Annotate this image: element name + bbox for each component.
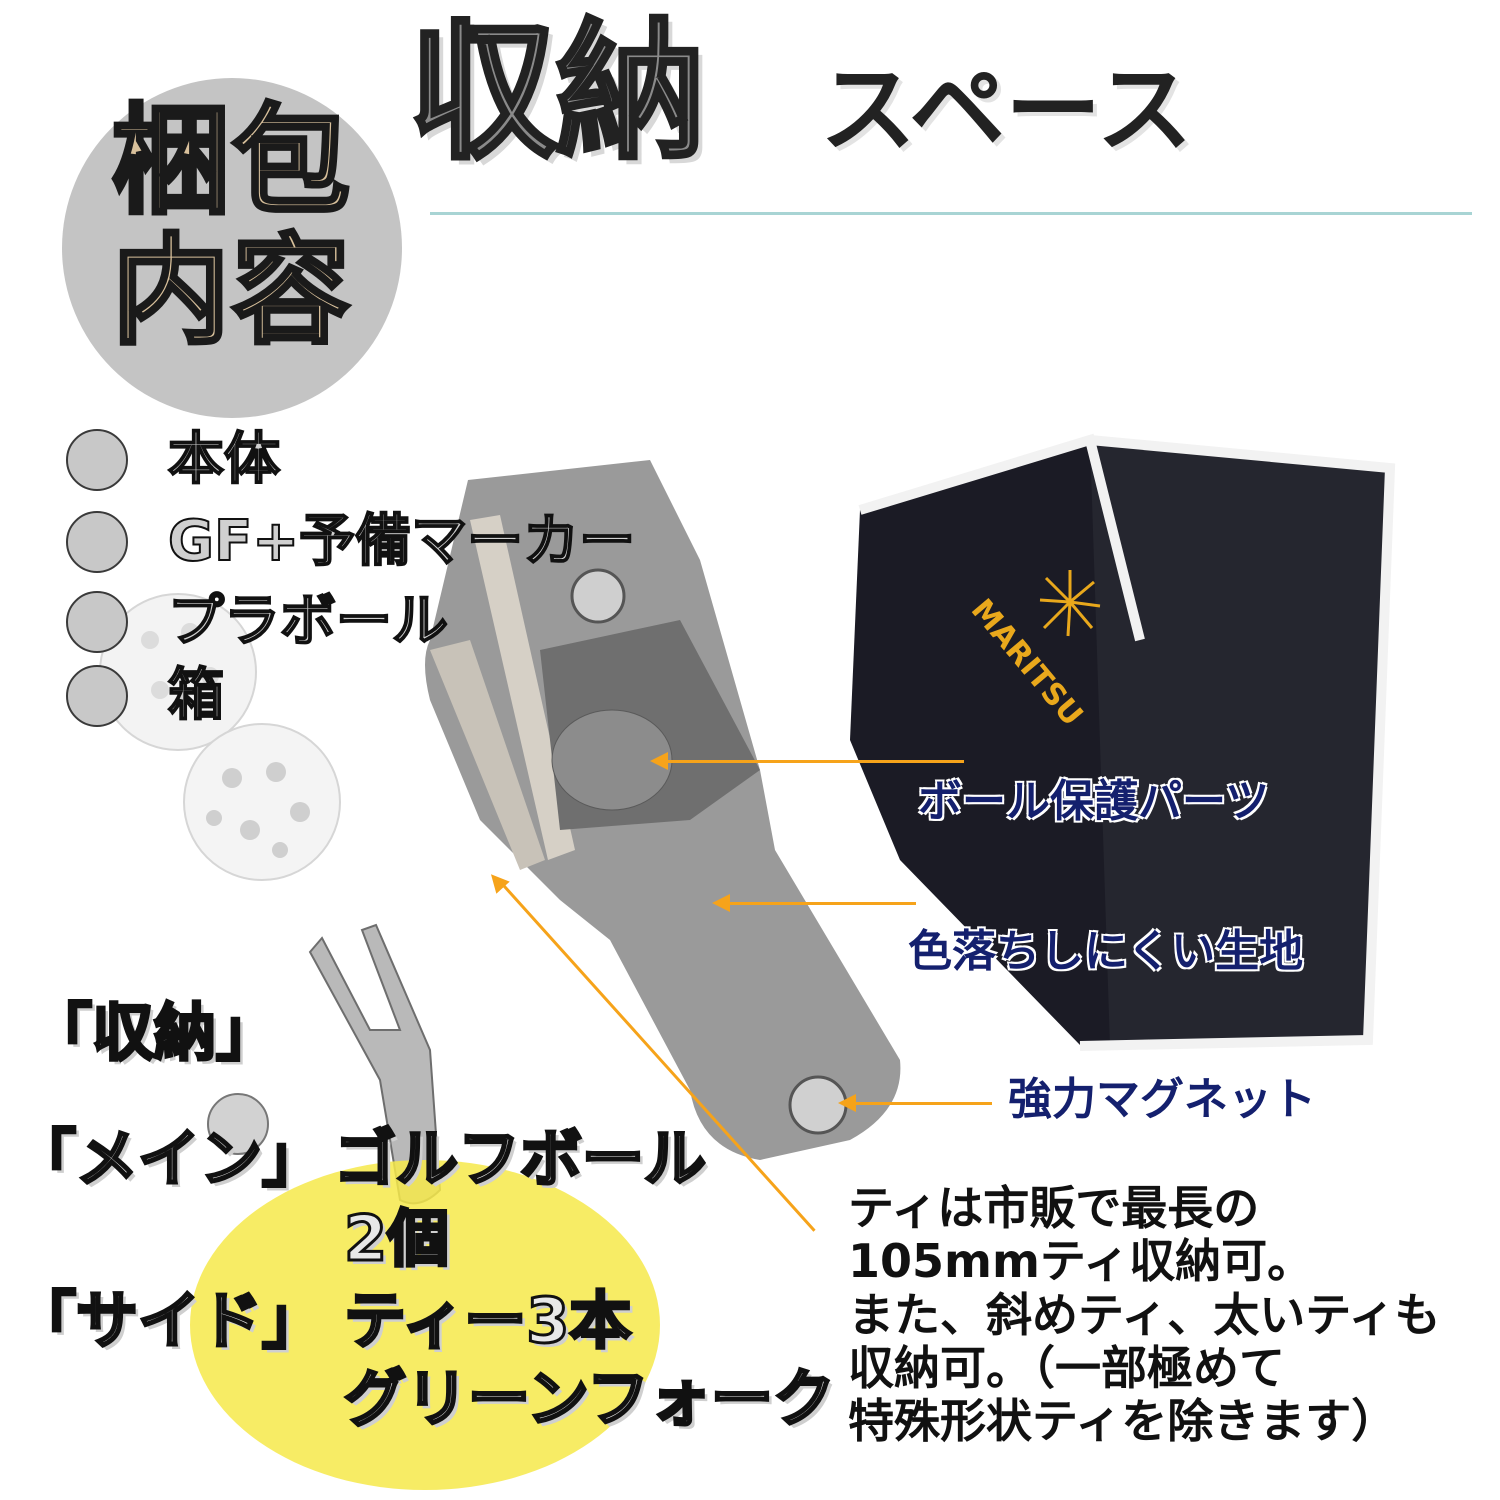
ball-holder-icon <box>425 460 901 1160</box>
bullet-circle-icon <box>66 591 128 653</box>
badge-line-1: 梱包 <box>110 92 352 230</box>
highlight-ellipse <box>190 1160 660 1490</box>
contents-item: プラボール <box>66 589 449 654</box>
contents-item: 本体 <box>66 427 281 492</box>
sun-logo-icon <box>1039 570 1101 637</box>
bullet-circle-icon <box>66 429 128 491</box>
contents-item-label: 本体 <box>167 427 281 492</box>
page-title: 収納 <box>406 6 708 180</box>
arrowhead-icon <box>712 894 730 912</box>
main-pocket-count: 2個 <box>342 1202 450 1275</box>
page-subtitle: スペース <box>820 54 1193 166</box>
tee-note: ティは市販で最長の 105mmティ収納可。 また、斜めティ、太いティも 収納可。… <box>848 1181 1488 1449</box>
side-pocket-value-2: グリーンフォーク <box>342 1362 836 1435</box>
contents-item-label: 箱 <box>167 663 225 728</box>
arrow-fabric <box>726 902 916 905</box>
contents-item: GF+予備マーカー <box>66 509 636 574</box>
callout-fabric: 色落ちしにくい生地 <box>908 926 1304 977</box>
note-line: 収納可。（一部極めて <box>848 1341 1285 1396</box>
contents-item-label: プラボール <box>167 589 449 654</box>
package-badge <box>62 78 402 418</box>
note-line: ティは市販で最長の <box>848 1181 1260 1235</box>
side-pocket-value: ティー3本 <box>342 1284 632 1357</box>
note-line: また、斜めティ、太いティも <box>848 1287 1441 1342</box>
contents-item-label: GF+予備マーカー <box>167 509 636 574</box>
arrow-ball-protect <box>664 760 964 763</box>
practice-ball-icon <box>99 593 257 751</box>
storage-heading: 「収納」 <box>28 996 279 1069</box>
callout-magnet: 強力マグネット <box>1008 1074 1316 1125</box>
main-pocket-value: ゴルフボール <box>332 1122 707 1195</box>
arrowhead-icon <box>650 752 668 770</box>
bullet-circle-icon <box>66 665 128 727</box>
gift-box-icon: MARITSU <box>850 433 1396 1051</box>
arrowhead-icon <box>838 1094 856 1112</box>
main-pocket-label: 「メイン」 <box>12 1122 325 1195</box>
bullet-circle-icon <box>66 511 128 573</box>
arrow-magnet <box>852 1102 992 1105</box>
badge-line-2: 内容 <box>110 222 352 360</box>
note-line: 105mmティ収納可。 <box>848 1234 1314 1289</box>
practice-ball-icon <box>183 723 341 881</box>
callout-ball-protect: ボール保護パーツ <box>918 776 1270 827</box>
contents-item: 箱 <box>66 663 225 728</box>
note-line: 特殊形状ティを除きます） <box>848 1394 1398 1449</box>
title-divider <box>430 212 1472 215</box>
side-pocket-label: 「サイド」 <box>12 1284 325 1357</box>
